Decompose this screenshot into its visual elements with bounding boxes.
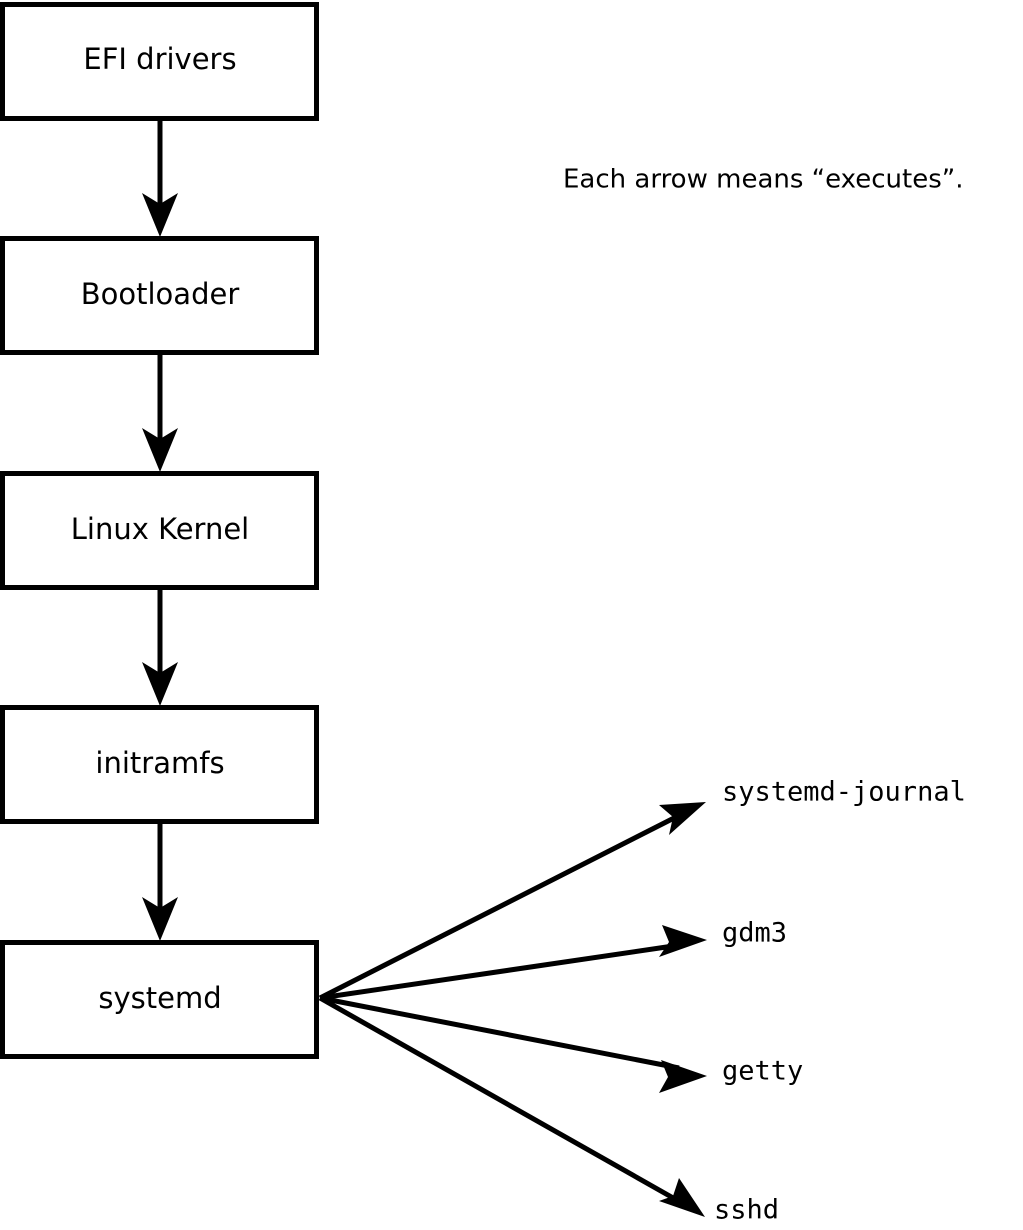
node-systemd[interactable]: systemd bbox=[0, 940, 319, 1059]
node-efi-drivers[interactable]: EFI drivers bbox=[0, 2, 319, 121]
chain-arrow-efi-to-bootloader bbox=[142, 119, 178, 237]
node-label-systemd: systemd bbox=[98, 981, 221, 1015]
chain-arrow-kernel-to-initramfs bbox=[142, 589, 178, 706]
node-linux-kernel[interactable]: Linux Kernel bbox=[0, 471, 319, 590]
fanout-arrow-getty bbox=[319, 995, 707, 1093]
leaf-label-sshd: sshd bbox=[714, 1195, 779, 1226]
node-label-initramfs: initramfs bbox=[95, 746, 224, 780]
leaf-label-systemd-journal: systemd-journal bbox=[722, 777, 966, 808]
leaf-label-gdm3: gdm3 bbox=[722, 918, 787, 949]
chain-arrow-bootloader-to-kernel bbox=[142, 354, 178, 472]
node-bootloader[interactable]: Bootloader bbox=[0, 236, 319, 355]
fanout-arrow-gdm3 bbox=[319, 925, 707, 1001]
diagram-caption: Each arrow means “executes”. bbox=[563, 165, 964, 195]
fanout-arrow-systemd-journal bbox=[318, 802, 706, 1001]
leaf-label-getty: getty bbox=[722, 1056, 803, 1087]
node-initramfs[interactable]: initramfs bbox=[0, 705, 319, 824]
node-label-linux-kernel: Linux Kernel bbox=[71, 512, 249, 546]
node-label-bootloader: Bootloader bbox=[81, 277, 240, 311]
chain-arrow-initramfs-to-systemd bbox=[142, 824, 178, 941]
fanout-arrow-sshd bbox=[318, 995, 705, 1217]
node-label-efi-drivers: EFI drivers bbox=[83, 42, 236, 76]
